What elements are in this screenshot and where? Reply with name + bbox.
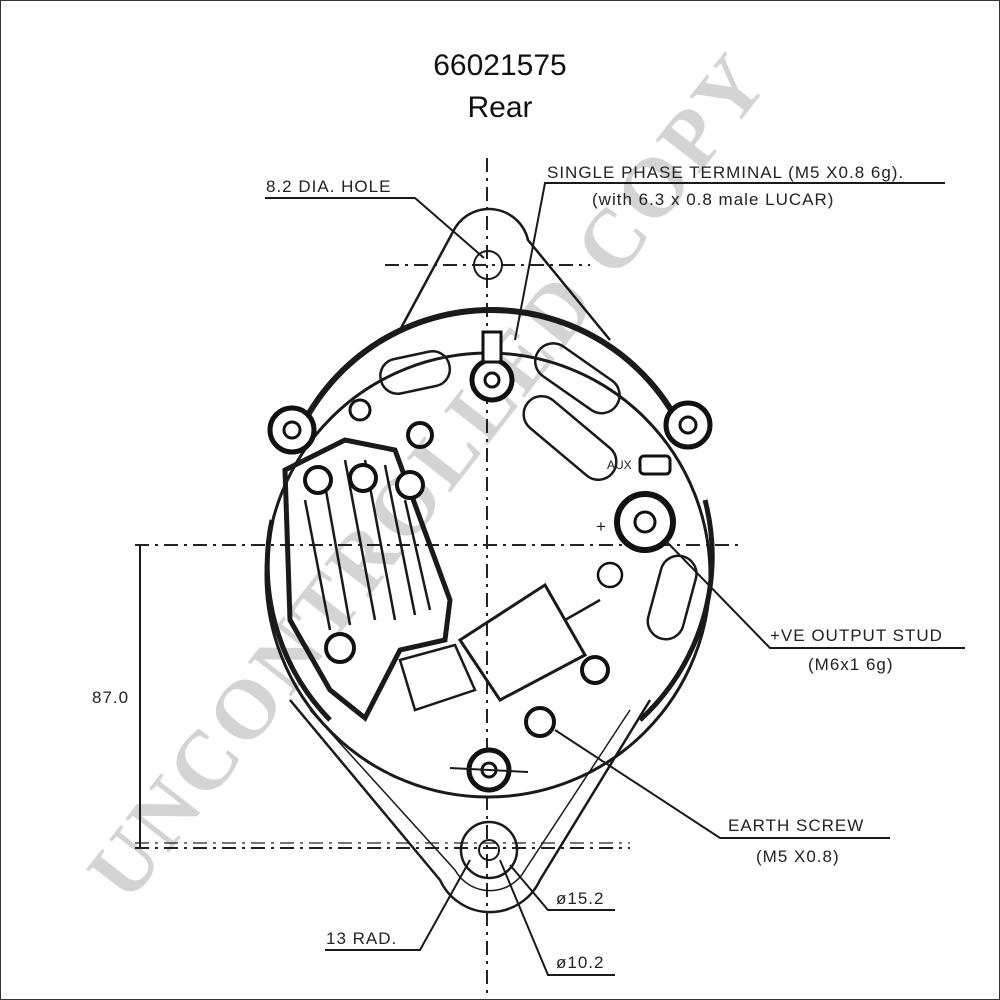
- leader-lines: [265, 182, 965, 976]
- output-stud: +: [596, 491, 676, 553]
- earth-screw-spec: (M5 X0.8): [756, 847, 840, 866]
- cooling-slots: [379, 342, 698, 641]
- regulator: [282, 437, 453, 722]
- part-number: 66021575: [433, 49, 566, 82]
- aux-label: AUX: [607, 458, 632, 472]
- dimension-87-label: 87.0: [92, 688, 129, 707]
- dimension-87: 87.0: [92, 545, 141, 848]
- terminal-label: SINGLE PHASE TERMINAL (M5 X0.8 6g).: [547, 163, 904, 182]
- rad-13-label: 13 RAD.: [326, 929, 397, 948]
- mounting-bolts: [267, 398, 713, 793]
- plus-label: +: [596, 517, 607, 536]
- terminal-sublabel: (with 6.3 x 0.8 male LUCAR): [592, 190, 834, 209]
- earth-screw-label: EARTH SCREW: [728, 816, 864, 835]
- suppressor: [398, 561, 624, 712]
- hole-label: 8.2 DIA. HOLE: [266, 177, 391, 196]
- dia-15-label: ø15.2: [556, 889, 604, 908]
- earth-screw: [524, 706, 556, 738]
- output-stud-label: +VE OUTPUT STUD: [770, 626, 943, 645]
- center-lines: [135, 158, 740, 995]
- aux-terminal: AUX: [607, 454, 672, 476]
- single-phase-terminal: [469, 330, 515, 403]
- output-stud-spec: (M6x1 6g): [808, 655, 894, 674]
- dia-10-label: ø10.2: [556, 953, 604, 972]
- view-title: Rear: [467, 91, 532, 124]
